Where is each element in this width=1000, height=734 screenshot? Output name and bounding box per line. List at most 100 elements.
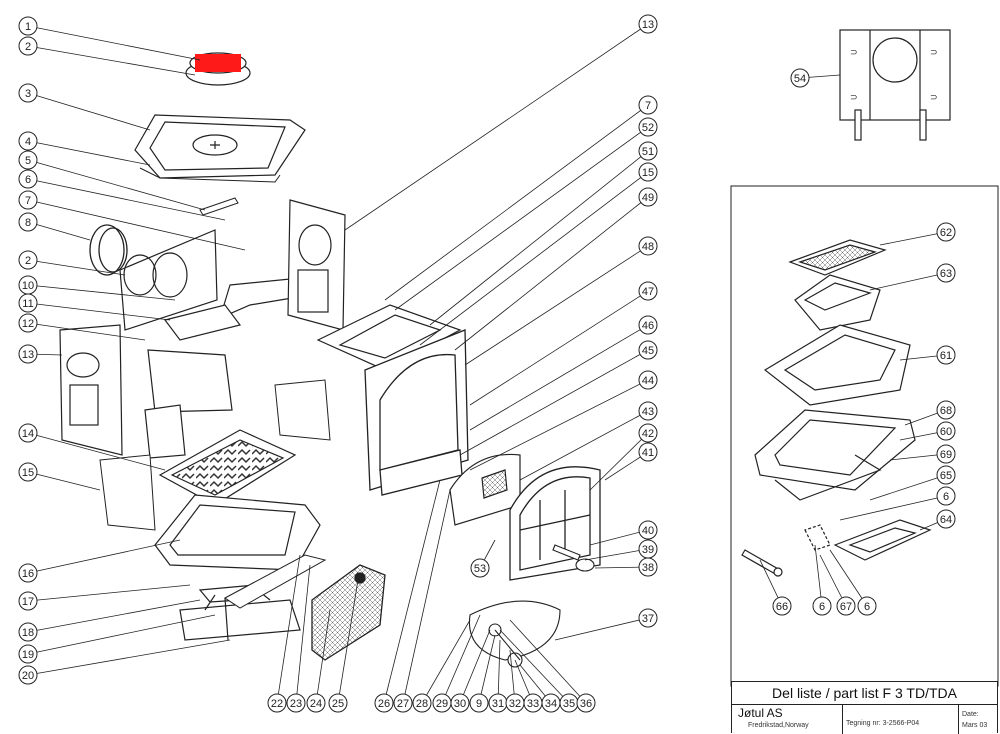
leader-line: [27, 25, 201, 61]
right-side-panel-part: [287, 199, 346, 331]
callout-number: 40: [642, 525, 654, 537]
callout-circle: [18, 591, 38, 611]
callout-circle: [18, 16, 38, 36]
callout-circle: [857, 596, 877, 616]
callout-circle: [18, 293, 38, 313]
leader-line: [829, 549, 868, 607]
leader-line: [459, 349, 649, 456]
inset-frame-61: [763, 324, 911, 406]
callout-number: 6: [819, 601, 825, 613]
title-divider: [842, 704, 843, 734]
callout-circle: [936, 465, 956, 485]
company-name: Jøtul AS: [738, 706, 783, 720]
callout-number: 19: [22, 649, 34, 661]
callout-number: 26: [378, 698, 390, 710]
callout-circle: [936, 444, 956, 464]
leader-line: [419, 171, 649, 346]
svg-text:⊃: ⊃: [850, 47, 858, 57]
callout-number: 3: [25, 88, 31, 100]
leader-line: [27, 45, 196, 76]
leader-line: [429, 150, 649, 326]
callout-number: 45: [642, 345, 654, 357]
svg-text:⊃: ⊃: [930, 47, 938, 57]
leader-line: [27, 92, 151, 131]
flue-ring-part: [89, 224, 128, 276]
callout-number: 32: [509, 698, 521, 710]
leader-line: [276, 554, 301, 704]
callout-circle: [18, 150, 38, 170]
left-side-panel-part: [59, 324, 123, 456]
callout-number: 31: [492, 698, 504, 710]
leader-line: [441, 614, 481, 704]
callout-circle: [638, 340, 658, 360]
callout-circle: [836, 596, 856, 616]
leader-line: [315, 609, 331, 704]
bottom-plate-part: [154, 494, 321, 571]
leader-line: [27, 432, 166, 471]
callout-circle: [790, 68, 810, 88]
callout-number: 6: [25, 174, 31, 186]
callout-number: 15: [22, 467, 34, 479]
air-control-part: [468, 600, 561, 668]
callout-circle: [638, 401, 658, 421]
callout-number: 66: [776, 601, 788, 613]
callout-circle: [936, 509, 956, 529]
callout-number: 15: [642, 167, 654, 179]
leader-line: [27, 199, 246, 251]
callout-circle: [936, 486, 956, 506]
callout-circle: [638, 557, 658, 577]
callout-number: 44: [642, 375, 654, 387]
callout-circle: [936, 345, 956, 365]
leader-line: [554, 617, 649, 641]
callout-circle: [18, 563, 38, 583]
drawing-number: Tegning nr: 3-2566-P04: [846, 720, 920, 727]
callout-number: 39: [642, 544, 654, 556]
callout-number: 41: [642, 447, 654, 459]
title-block: Del liste / part list F 3 TD/TDA Jøtul A…: [731, 681, 998, 734]
callout-number: 1: [25, 21, 31, 33]
leader-line: [499, 629, 570, 704]
callout-circle: [450, 693, 470, 713]
callout-circle: [18, 313, 38, 333]
top-bracket-part: [199, 197, 239, 216]
leader-line: [454, 196, 649, 351]
callout-circle: [393, 693, 413, 713]
callout-number: 10: [22, 280, 34, 292]
leader-line: [814, 544, 823, 607]
leader-line: [589, 432, 649, 491]
leader-line: [384, 104, 649, 301]
leader-line: [27, 584, 191, 602]
callout-circle: [812, 596, 832, 616]
leader-line: [819, 554, 847, 607]
callout-number: 33: [527, 698, 539, 710]
callout-number: 17: [22, 596, 34, 608]
callout-number: 54: [794, 73, 806, 85]
callout-number: 14: [22, 428, 34, 440]
leader-line: [27, 259, 126, 276]
callout-number: 36: [580, 698, 592, 710]
callout-number: 37: [642, 613, 654, 625]
callout-number: 61: [940, 350, 952, 362]
callout-number: 24: [310, 698, 322, 710]
side-plate-part: [274, 379, 331, 441]
callout-number: 52: [642, 122, 654, 134]
leader-line: [879, 231, 947, 246]
callout-circle: [936, 222, 956, 242]
redaction-block: [195, 54, 241, 72]
callout-circle: [638, 95, 658, 115]
callout-number: 7: [25, 195, 31, 207]
callout-number: 13: [642, 19, 654, 31]
front-door-part: [509, 466, 601, 581]
spark-screen-part: [311, 564, 386, 661]
callout-number: 22: [271, 698, 283, 710]
callout-labels: 1234567821011121314151617181920137525115…: [18, 14, 956, 713]
leader-line: [27, 471, 101, 491]
leader-line: [27, 322, 146, 341]
leader-line: [344, 23, 649, 231]
leader-line: [478, 634, 496, 704]
leader-line: [337, 579, 359, 704]
leader-line: [27, 178, 226, 221]
title-divider: [958, 704, 959, 734]
callout-number: 34: [545, 698, 557, 710]
